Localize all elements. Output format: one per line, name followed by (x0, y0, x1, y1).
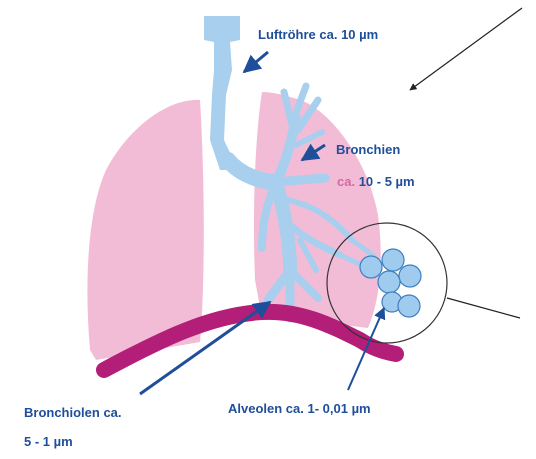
trachea-arrow (244, 52, 268, 72)
trachea-label: Luftröhre ca. 10 µm (258, 27, 378, 42)
bronchi-size-label: ca. 10 - 5 µm (337, 174, 415, 189)
alveolus (382, 249, 404, 271)
alveolus (378, 271, 400, 293)
bronchioles-label-line1: Bronchiolen ca. (24, 405, 122, 420)
alveolus (398, 295, 420, 317)
left-lung (87, 100, 203, 360)
trachea (204, 16, 240, 170)
alveolus (360, 256, 382, 278)
bronchi-size-value: 10 - 5 µm (359, 174, 415, 189)
bronchi-size-prefix: ca. (337, 174, 355, 189)
alveoli-label: Alveolen ca. 1- 0,01 µm (228, 401, 371, 416)
bronchi-label: Bronchien (336, 142, 400, 157)
alveolus (399, 265, 421, 287)
bronchioles-label-line2: 5 - 1 µm (24, 434, 73, 449)
pointer-arrow (410, 8, 522, 90)
connector-line (447, 298, 520, 318)
